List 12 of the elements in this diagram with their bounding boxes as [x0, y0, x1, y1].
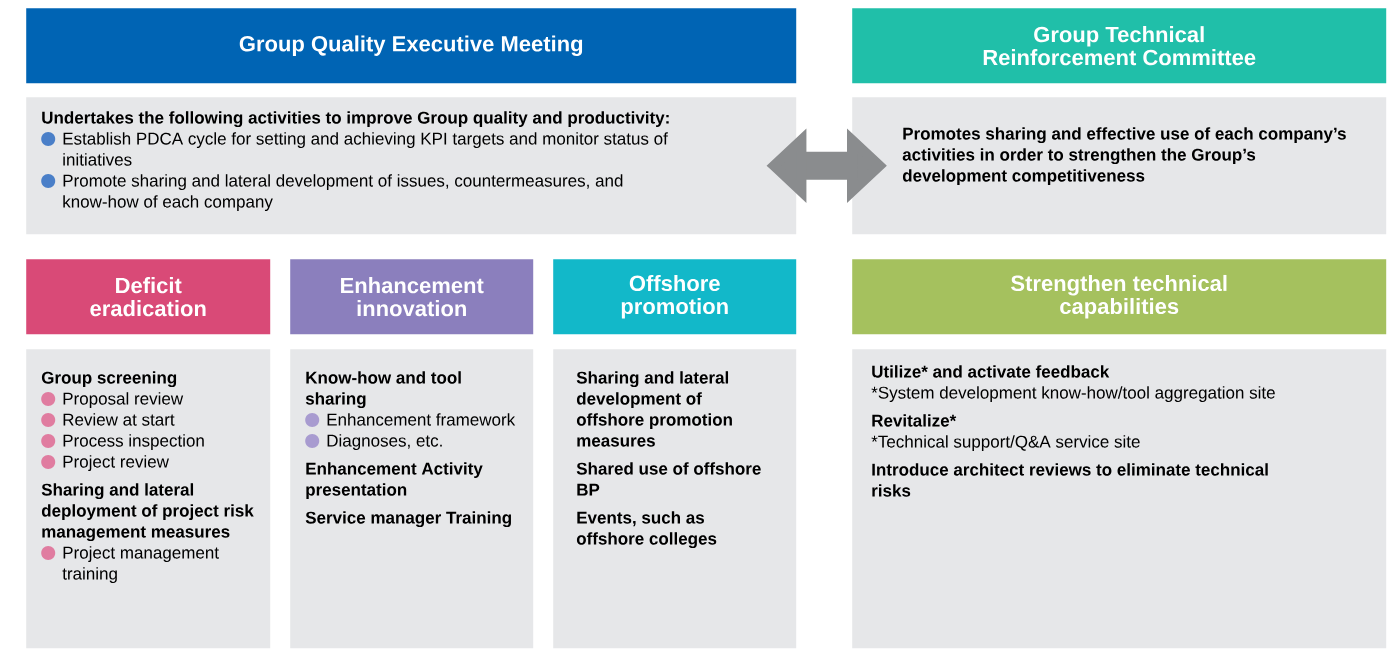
header-box: Enhancement innovation — [290, 259, 534, 335]
text-panel: Promotes sharing and effective use of each company’s activities in order to strengthen the Group’s development competitiveness — [852, 97, 1387, 235]
text-panel: Utilize* and activate feedback *System development know-how/tool aggregation site Revitalize* *Technical support/Q&A service site Introduce architect reviews to eliminate technical risks — [852, 349, 1387, 649]
text-panel: Know-how and tool sharing Enhancement framework Diagnoses, etc. Enhancement Activity presentation Service manager Training — [290, 349, 534, 649]
header-box: Deficit eradication — [26, 259, 271, 335]
text-panel: Group screening Proposal review Review at start Process inspection Project review Sharing and lateral deployment of project risk management measures Project management training — [26, 349, 271, 649]
header-box: Strengthen technical capabilities — [852, 259, 1387, 335]
text-panel: Sharing and lateral development of offshore promotion measures Shared use of offshore BP Events, such as offshore colleges — [553, 349, 797, 649]
header-box: Offshore promotion — [553, 259, 797, 335]
header-box: Group Quality Executive Meeting — [26, 8, 797, 84]
header-box: Group Technical Reinforcement Committee — [852, 8, 1387, 84]
text-panel: Undertakes the following activities to improve Group quality and productivity: Establish PDCA cycle for setting and achieving KPI targets and monitor status of initiatives Promote sharing and lateral development of issues, countermeasures, and know-how of each company — [26, 97, 797, 235]
